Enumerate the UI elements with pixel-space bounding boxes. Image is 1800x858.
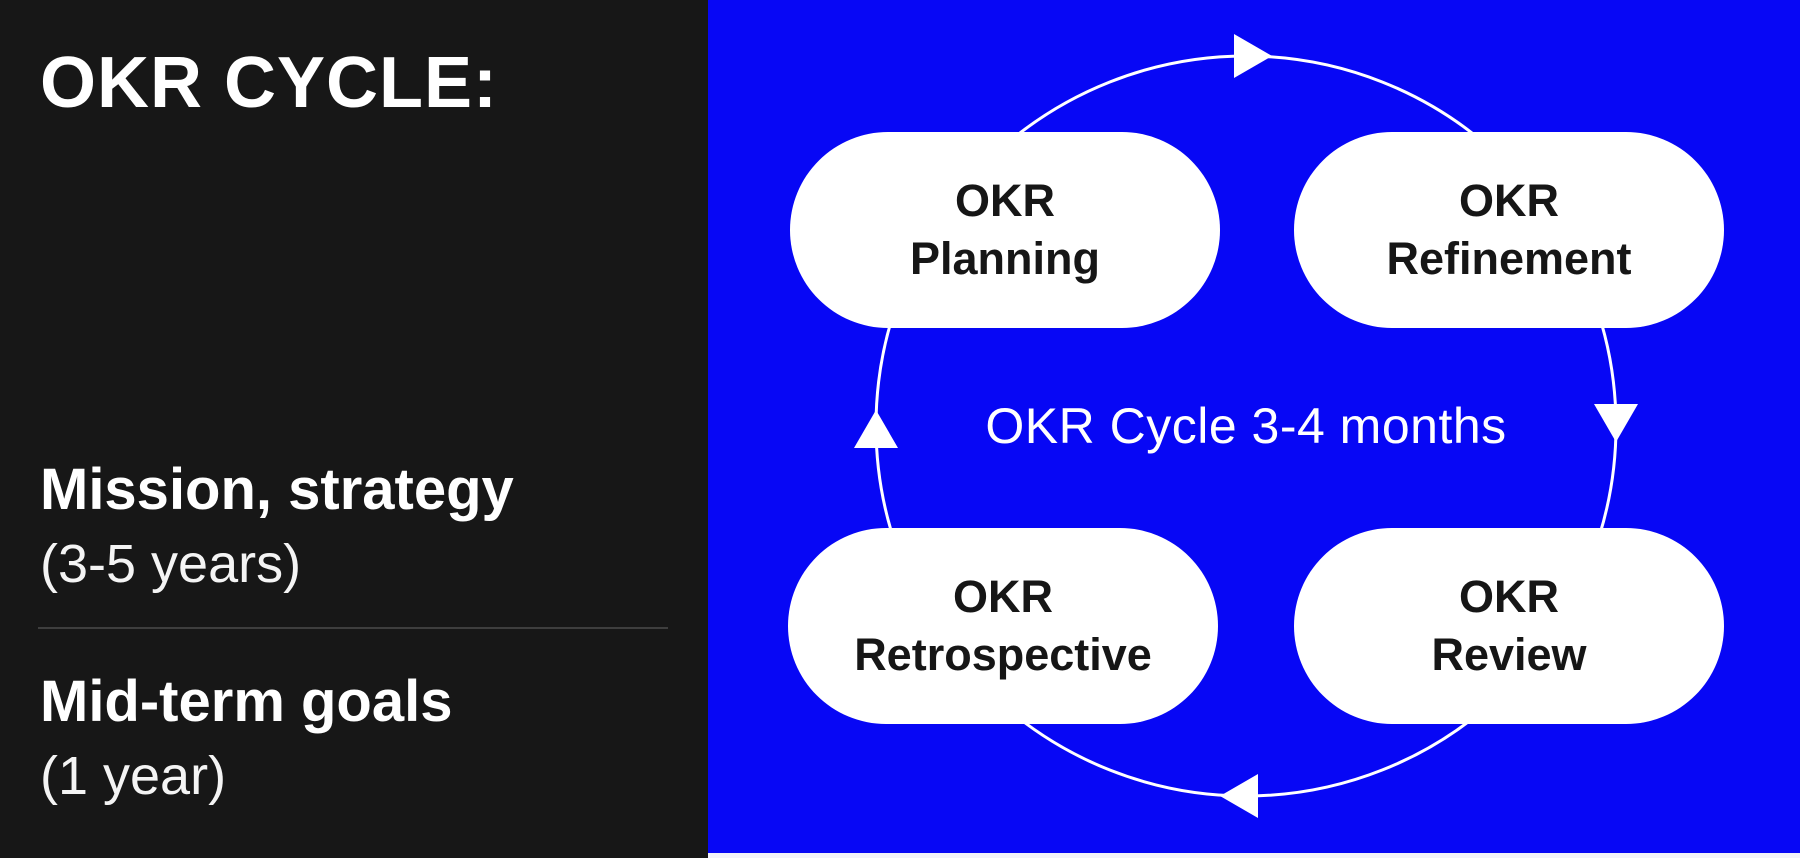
section-mission: Mission, strategy (3-5 years) <box>40 452 514 600</box>
mission-heading: Mission, strategy <box>40 457 514 522</box>
node-okr-review-label: OKR Review <box>1431 570 1587 681</box>
left-panel: OKR CYCLE: Mission, strategy (3-5 years)… <box>0 0 708 858</box>
arrowhead-left-icon <box>854 410 898 448</box>
arrowhead-right-icon <box>1594 404 1638 442</box>
slide-title: OKR CYCLE: <box>40 43 498 123</box>
section-midterm: Mid-term goals (1 year) <box>40 664 453 812</box>
slide-bottom-edge <box>708 853 1800 858</box>
arrowhead-top-icon <box>1234 34 1272 78</box>
mission-subtext: (3-5 years) <box>40 533 302 594</box>
arrowhead-bottom-icon <box>1220 774 1258 818</box>
node-okr-planning-label: OKR Planning <box>910 174 1100 285</box>
cycle-diagram-panel: OKR Planning OKR Refinement OKR Retrospe… <box>708 0 1800 858</box>
node-okr-retrospective-label: OKR Retrospective <box>854 570 1152 681</box>
node-okr-refinement-label: OKR Refinement <box>1386 174 1632 285</box>
node-okr-retrospective: OKR Retrospective <box>788 528 1218 724</box>
node-okr-refinement: OKR Refinement <box>1294 132 1724 328</box>
section-divider <box>38 627 668 629</box>
cycle-ring-graphic <box>854 34 1638 818</box>
node-okr-review: OKR Review <box>1294 528 1724 724</box>
node-okr-planning: OKR Planning <box>790 132 1220 328</box>
cycle-duration-label: OKR Cycle 3-4 months <box>985 398 1507 454</box>
midterm-subtext: (1 year) <box>40 745 227 806</box>
midterm-heading: Mid-term goals <box>40 669 453 734</box>
